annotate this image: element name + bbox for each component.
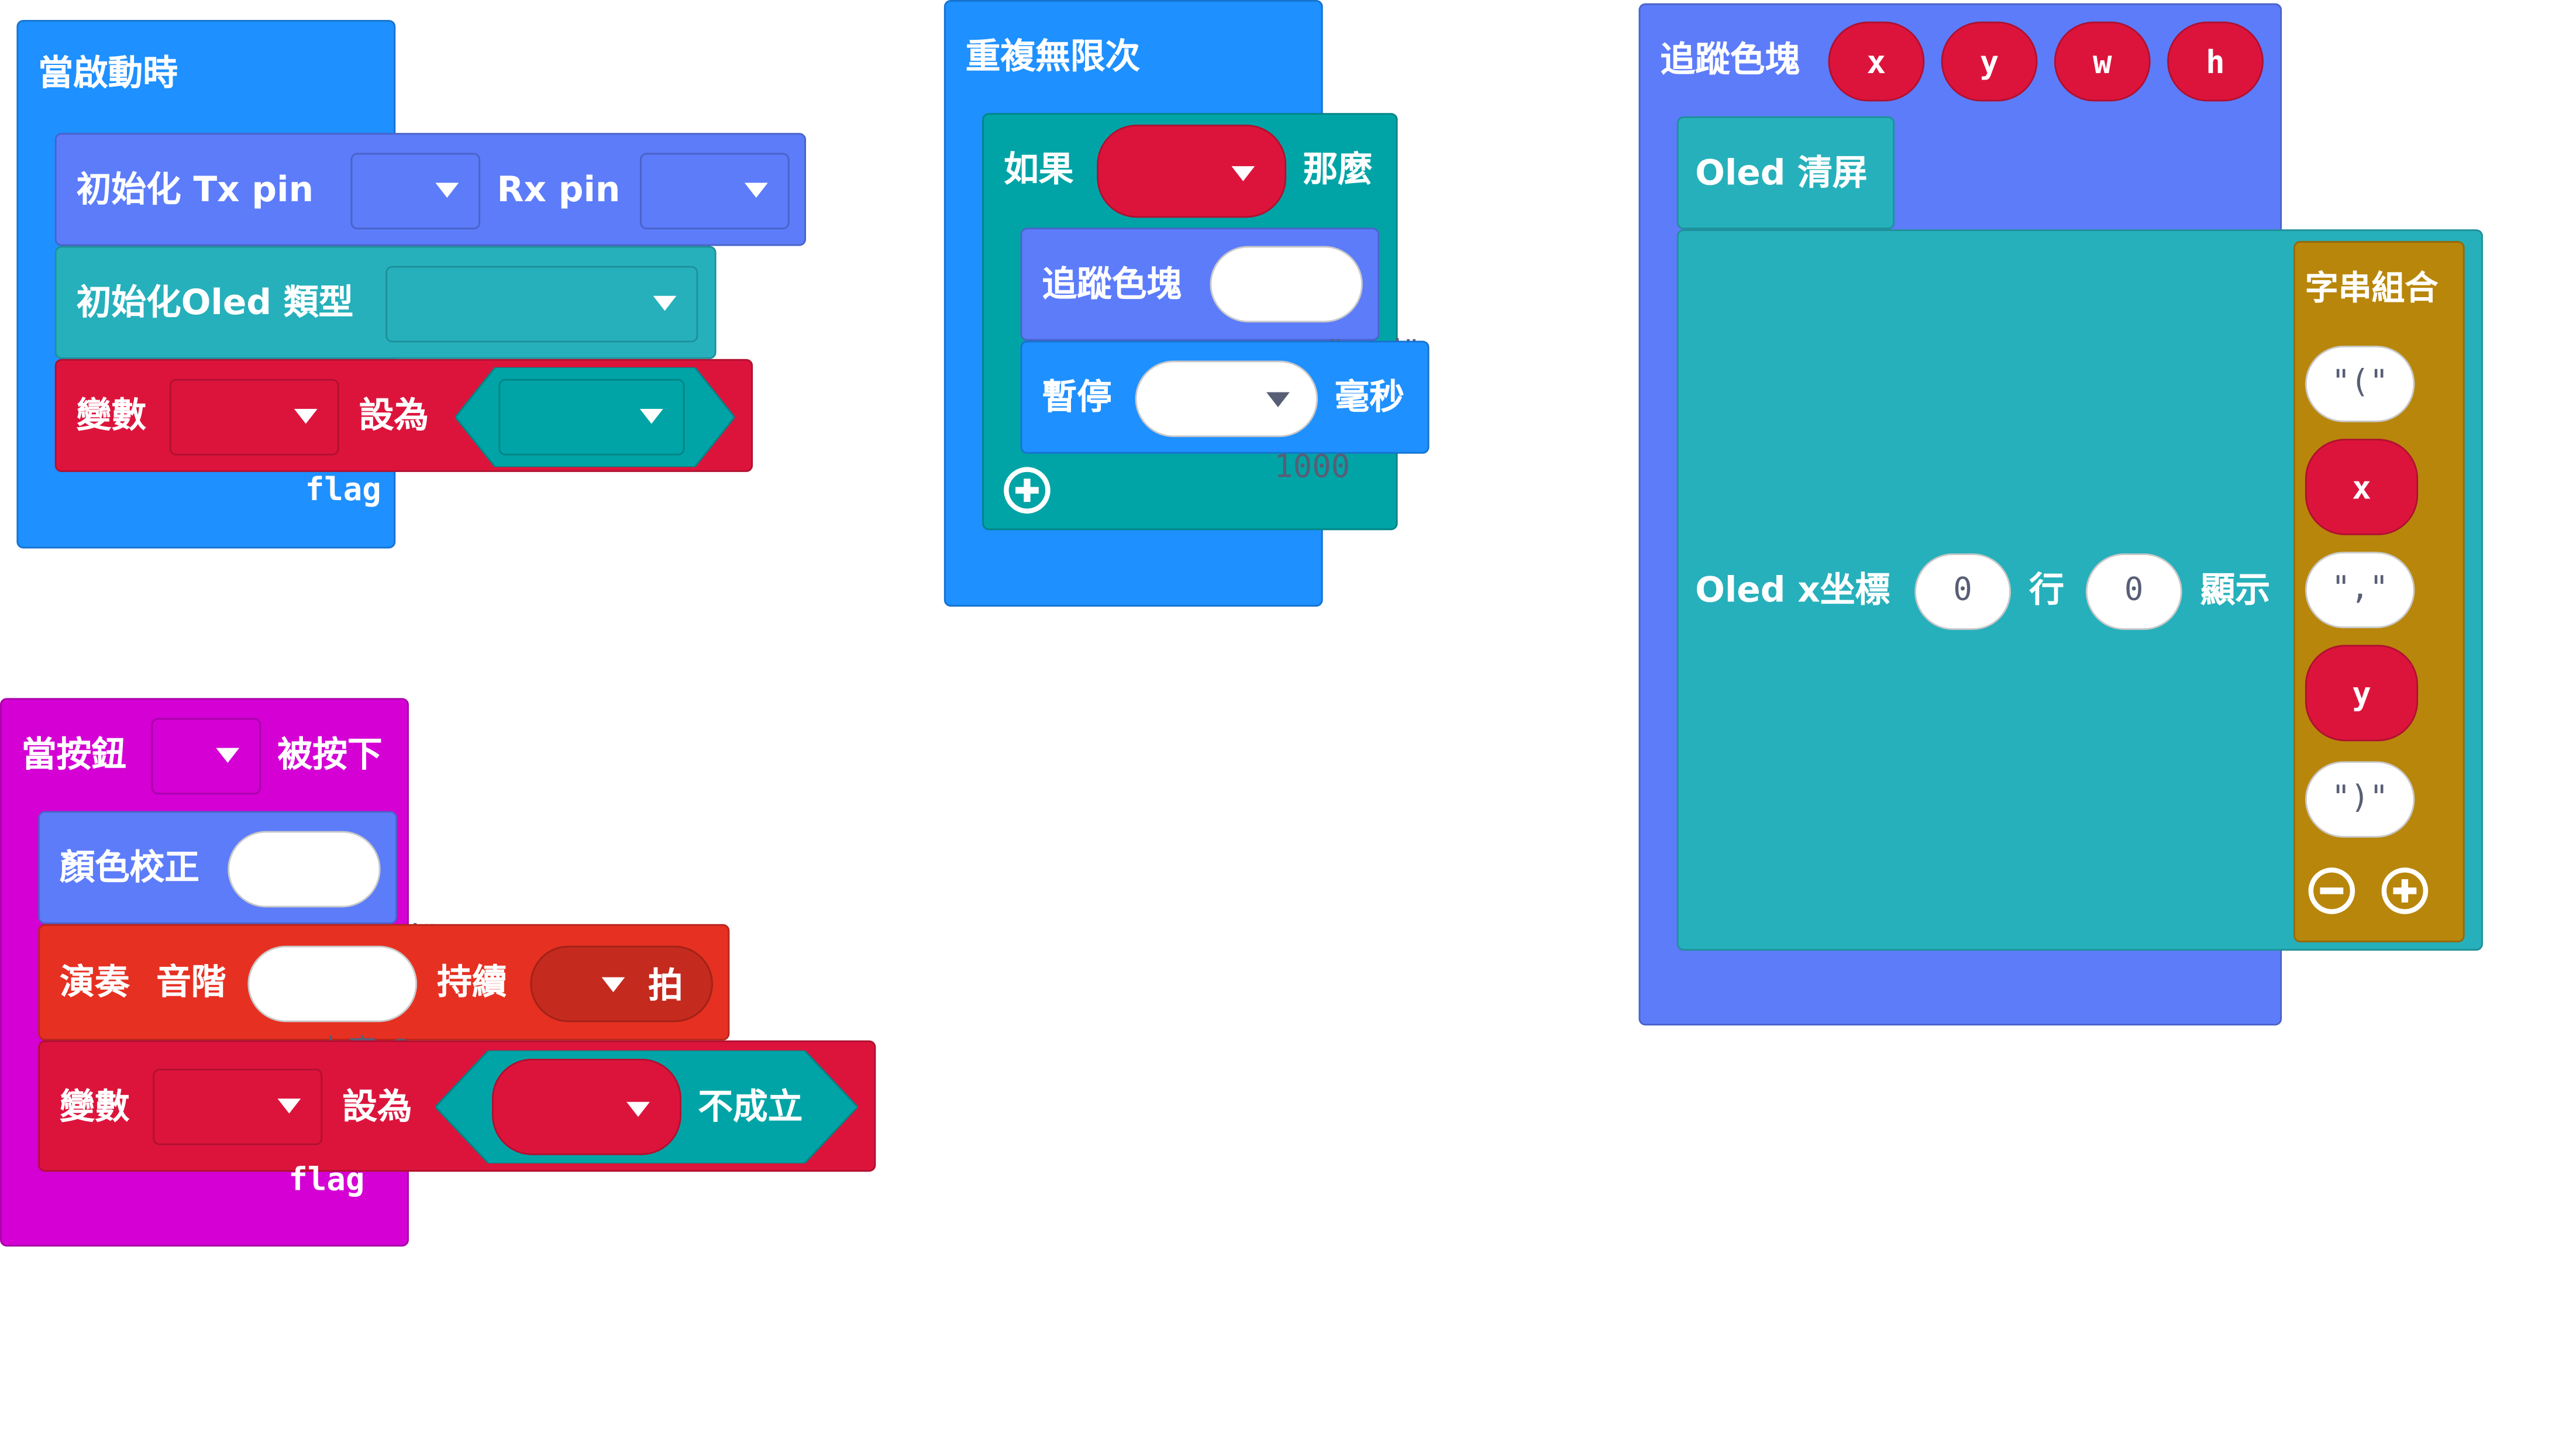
join-string-label: 字串組合 (2305, 267, 2439, 308)
condition-variable[interactable]: flag (1097, 125, 1289, 284)
param-w[interactable]: w (2054, 21, 2151, 102)
chevron-down-icon (277, 1099, 301, 1114)
color-calibrate-label: 顏色校正 (60, 848, 199, 888)
not-label: 不成立 (698, 1087, 803, 1127)
then-label: 那麼 (1303, 149, 1373, 190)
pressed-label: 被按下 (277, 734, 383, 775)
pause-ms-dropdown[interactable]: 1000 (1135, 360, 1350, 486)
join-string-block[interactable]: 字串組合 "(" x "," y ")" (2293, 240, 2465, 943)
chevron-down-icon (1231, 166, 1255, 181)
variable-dropdown[interactable]: flag (169, 378, 381, 508)
tx-pin-dropdown[interactable]: P1 (350, 153, 525, 283)
join-item-y[interactable]: y (2305, 645, 2419, 742)
oled-show-block[interactable]: Oled x坐標 0 行 0 顯示 字串組合 "(" x "," y ")" (1676, 229, 2483, 951)
if-label: 如果 (1004, 149, 1074, 190)
beat-unit-label: 拍 (648, 965, 683, 1006)
rx-pin-dropdown[interactable]: P12 (639, 153, 832, 283)
pause-unit-label: 毫秒 (1334, 377, 1404, 418)
remove-item-icon[interactable] (2308, 867, 2355, 914)
color-calibrate-block[interactable]: 顏色校正 "red" (38, 811, 439, 956)
chevron-down-icon (653, 295, 677, 311)
chevron-down-icon (1266, 392, 1290, 408)
join-item-close-paren[interactable]: ")" (2305, 761, 2415, 838)
join-item-comma[interactable]: "," (2305, 552, 2415, 629)
track-event-label: 追蹤色塊 (1660, 40, 1800, 80)
oled-type-dropdown[interactable]: 128x64 0.96 (385, 266, 731, 395)
boolean-dropdown[interactable]: false (498, 378, 729, 508)
play-label: 演奏 (60, 962, 130, 1003)
oled-x-input[interactable]: 0 (1914, 553, 2011, 630)
oled-show-label: Oled x坐標 (1695, 570, 1890, 610)
chevron-down-icon (744, 183, 768, 198)
button-dropdown[interactable]: A (151, 718, 306, 848)
init-camera-block[interactable]: 初始化 Tx pin P1 Rx pin P12 (54, 133, 832, 283)
chevron-down-icon (601, 977, 625, 993)
beats-dropdown[interactable]: 1 拍 (530, 945, 713, 1080)
variable-dropdown[interactable]: flag (153, 1068, 364, 1199)
add-else-icon[interactable] (1004, 467, 1051, 514)
param-h[interactable]: h (2167, 21, 2264, 102)
on-start-label: 當啟動時 (38, 53, 178, 94)
track-color-block[interactable]: 追蹤色塊 "red" (1020, 228, 1421, 371)
init-oled-block[interactable]: 初始化Oled 類型 128x64 0.96 (54, 246, 731, 395)
param-x[interactable]: x (1828, 21, 1925, 102)
set-to-label: 設為 (359, 395, 429, 436)
note-input[interactable]: 中音 C (247, 945, 418, 1070)
join-item-open-paren[interactable]: "(" (2305, 345, 2415, 422)
param-y[interactable]: y (1941, 21, 2038, 102)
oled-row-label: 行 (2029, 570, 2064, 610)
init-oled-label: 初始化Oled 類型 (76, 283, 354, 323)
oled-row-input[interactable]: 0 (2085, 553, 2182, 630)
set-variable-label: 變數 (76, 395, 147, 436)
on-button-label: 當按鈕 (21, 734, 126, 775)
chevron-down-icon (294, 408, 318, 424)
track-color-input[interactable]: "red" (1210, 246, 1421, 371)
chevron-down-icon (639, 408, 663, 424)
init-camera-label: 初始化 Tx pin (76, 169, 314, 210)
play-tone-block[interactable]: 演奏 音階 中音 C 持續 1 拍 (38, 924, 730, 1080)
set-variable-block[interactable]: 變數 flag 設為 false (54, 359, 753, 508)
oled-clear-label: Oled 清屏 (1695, 153, 1868, 193)
not-operand-variable[interactable]: flag (492, 1058, 684, 1223)
for-label: 持續 (437, 962, 507, 1003)
set-variable-not-block[interactable]: 變數 flag 設為 flag 不成立 (38, 1040, 876, 1223)
calibrate-color-input[interactable]: "red" (228, 831, 439, 956)
track-color-label: 追蹤色塊 (1042, 264, 1182, 304)
chevron-down-icon (216, 748, 240, 763)
pause-block[interactable]: 暫停 1000 毫秒 (1020, 340, 1430, 486)
set-to-label: 設為 (342, 1087, 412, 1127)
pause-label: 暫停 (1042, 377, 1112, 418)
rx-pin-label: Rx pin (497, 169, 621, 210)
note-label: 音階 (156, 962, 226, 1003)
oled-clear-block[interactable]: Oled 清屏 (1676, 116, 1895, 230)
forever-label: 重複無限次 (965, 36, 1141, 77)
set-variable-label: 變數 (60, 1087, 130, 1127)
add-item-icon[interactable] (2381, 867, 2429, 914)
chevron-down-icon (435, 183, 459, 198)
join-item-x[interactable]: x (2305, 439, 2419, 535)
workspace: 當啟動時 初始化 Tx pin P1 Rx pin P12 初始化Oled 類型… (0, 0, 2483, 1247)
oled-show-suffix-label: 顯示 (2200, 570, 2271, 610)
chevron-down-icon (626, 1101, 650, 1117)
